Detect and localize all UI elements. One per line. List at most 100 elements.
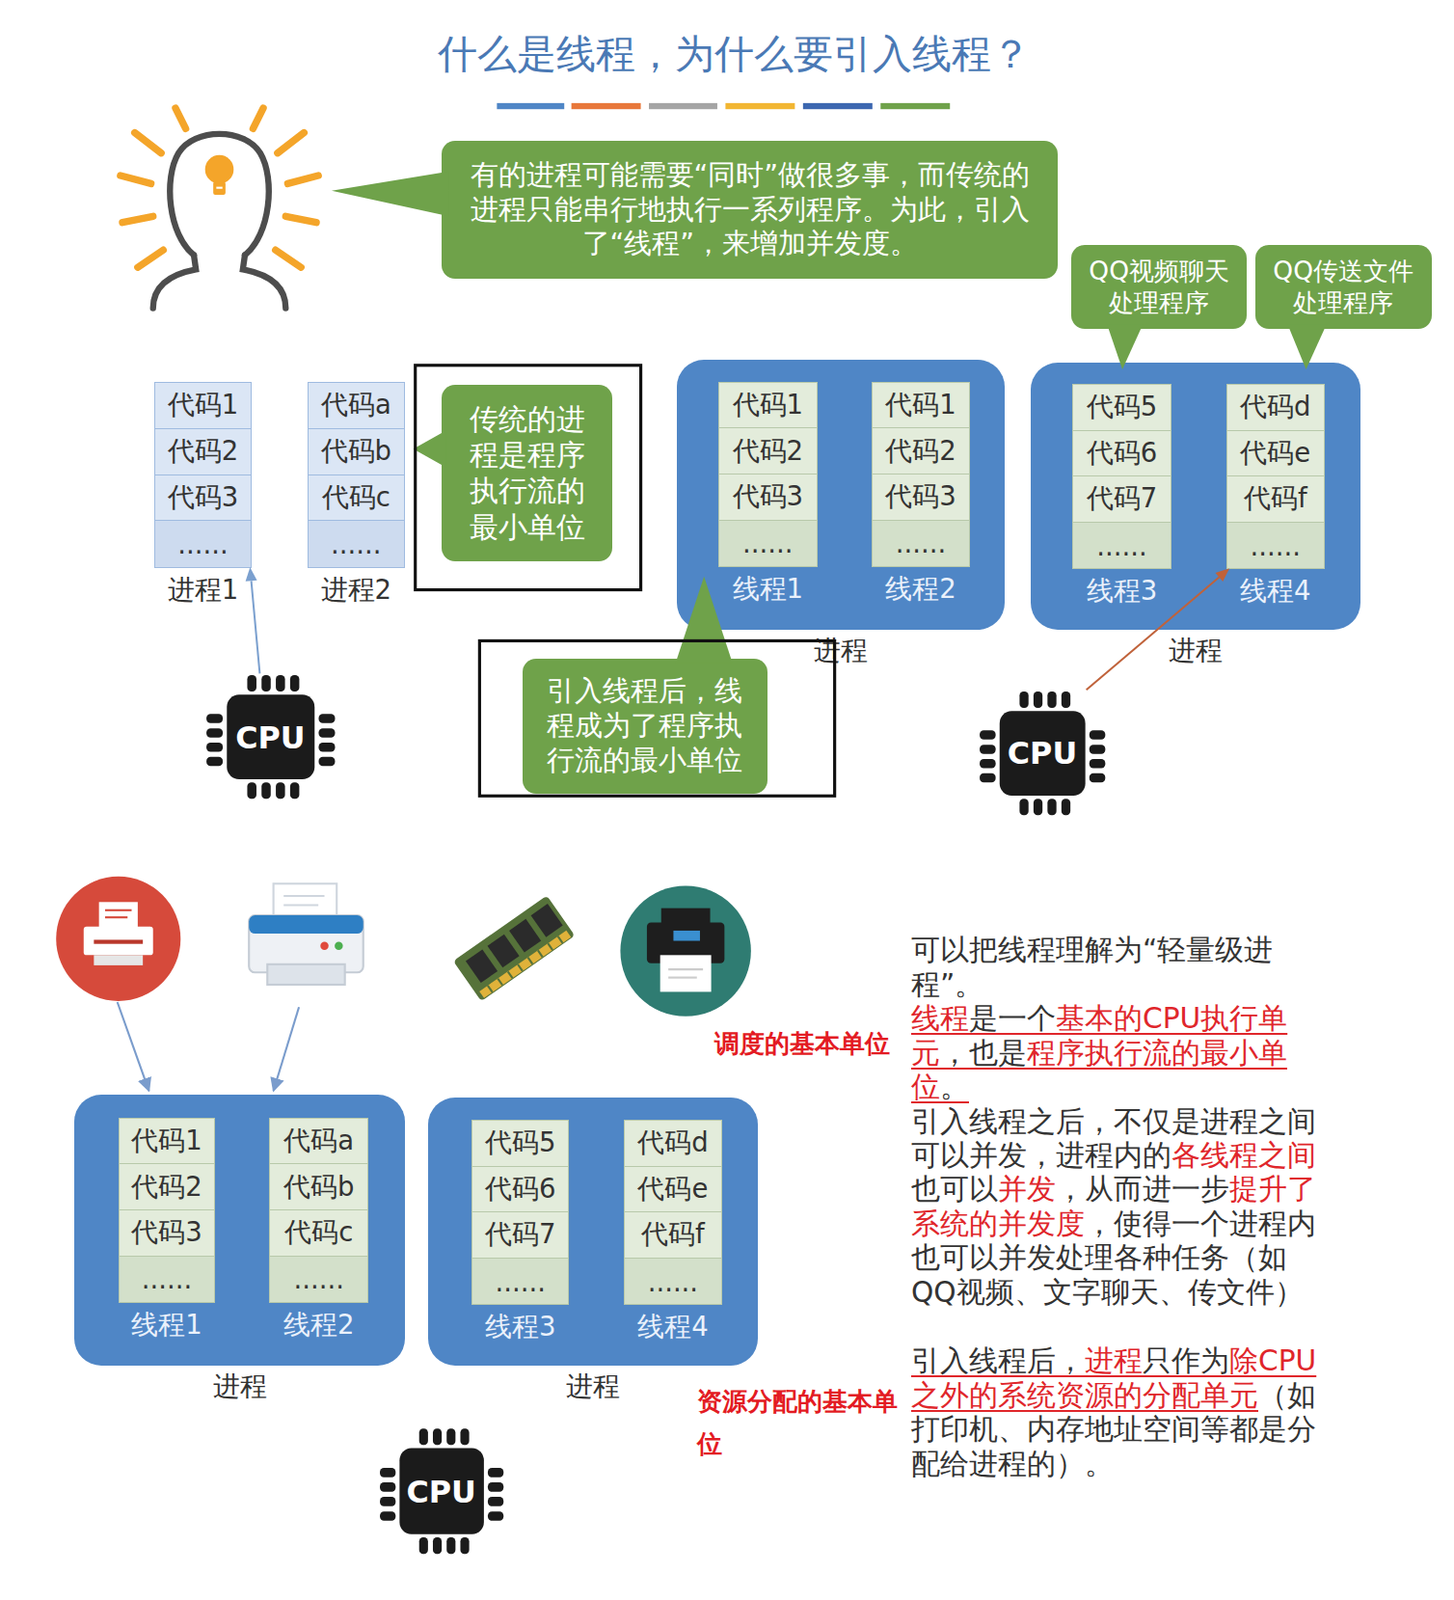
cpu-chip-shape	[246, 675, 257, 693]
code-cell: 代码3	[155, 475, 251, 522]
cpu-chip-shape	[318, 742, 335, 753]
cpu-label: CPU	[204, 673, 338, 801]
code-cell: 代码2	[155, 429, 251, 476]
printer-icon-red	[93, 939, 143, 943]
code-cell: 代码d	[624, 1120, 723, 1167]
code-cell: 代码3	[719, 474, 817, 521]
idea-person-illustration	[169, 134, 270, 256]
cpu-label: CPU	[977, 689, 1107, 817]
annotation-label: 资源分配的基本单位	[697, 1379, 907, 1466]
code-cell: 代码c	[269, 1210, 368, 1257]
cpu-chip-shape	[1089, 744, 1106, 754]
arrow-head	[1214, 567, 1230, 582]
text-run: 线程	[911, 1000, 970, 1035]
code-column: 进程2代码a代码b代码c......	[308, 382, 404, 568]
callout-tail	[331, 171, 450, 217]
printer-icon-teal	[619, 885, 751, 1016]
code-cell: 代码1	[719, 382, 817, 430]
printer-icon-gray	[320, 942, 328, 950]
printer-icon-gray	[283, 903, 319, 906]
annotation-label: 调度的基本单位	[714, 1026, 909, 1061]
printer-icon-teal	[661, 908, 711, 925]
printer-icon-red	[55, 876, 181, 1001]
code-cell: 代码2	[872, 428, 970, 475]
cpu-chip-shape	[290, 782, 300, 800]
cpu-chip-shape	[486, 1497, 503, 1508]
thread-column: 线程3代码5代码6代码7......	[1073, 384, 1171, 568]
code-text: 代码e	[637, 1171, 708, 1207]
printer-icon-gray	[248, 883, 364, 985]
cpu-chip-shape	[418, 1536, 428, 1554]
process-box: 进程线程3代码5代码6代码7......线程4代码d代码e代码f......	[1030, 362, 1361, 630]
text-run: 进程	[1084, 1343, 1143, 1377]
memory-chip-icon	[509, 918, 541, 953]
cpu-chip-shape	[459, 1428, 469, 1446]
process-label: 进程	[1011, 634, 1380, 667]
process-label: 进程	[54, 1370, 425, 1402]
code-text: ......	[494, 1265, 545, 1297]
explanation-text: 线程是一个基本的CPU执行单元，也是程序执行流的最小单位。	[911, 1000, 1332, 1104]
process-box: 进程线程3代码5代码6代码7......线程4代码d代码e代码f......	[428, 1097, 758, 1366]
cpu-chip-shape	[275, 782, 286, 800]
explanation-text: 可以把线程理解为“轻量级进程”。	[911, 932, 1332, 1001]
code-text: 代码d	[637, 1125, 708, 1160]
code-text: 代码7	[484, 1216, 557, 1252]
callout-tail	[1288, 323, 1327, 370]
cpu-chip-shape	[206, 742, 223, 753]
text-run: 提升了系统的并发度	[911, 1171, 1317, 1239]
code-text: ......	[1096, 530, 1147, 562]
memory-chip-icon	[479, 930, 571, 998]
code-text: 代码7	[1086, 481, 1158, 516]
printer-icon-gray	[283, 894, 324, 897]
process-box: 进程线程1代码1代码2代码3......线程2代码1代码2代码3......	[676, 359, 1006, 630]
memory-chip-icon	[487, 934, 520, 969]
title-color-bar	[571, 103, 642, 109]
idea-person-illustration	[277, 133, 305, 154]
cpu-chip: CPU	[377, 1426, 506, 1556]
callout-box: 有的进程可能需要“同时”做很多事，而传统的进程只能串行地执行一系列程序。为此，引…	[441, 140, 1058, 279]
callout-tail	[1106, 323, 1143, 370]
highlight-frame	[479, 640, 835, 796]
code-text: 代码1	[885, 387, 957, 423]
code-cell: 代码2	[719, 428, 817, 475]
cpu-chip-shape	[206, 728, 223, 739]
cpu-chip-shape	[290, 675, 300, 693]
code-cell: 代码3	[872, 474, 970, 521]
code-cell: 代码b	[269, 1163, 368, 1211]
explanation-text: 引入线程之后，不仅是进程之间可以并发，进程内的各线程之间也可以并发，从而进一步提…	[911, 1103, 1332, 1310]
code-cell: ......	[872, 520, 970, 567]
cpu-chip-shape	[979, 730, 997, 741]
cpu-chip-shape	[432, 1536, 442, 1554]
code-text: 代码b	[321, 433, 392, 469]
memory-chip-icon	[527, 957, 533, 965]
code-cell: 代码7	[472, 1211, 568, 1259]
memory-chip-icon	[465, 948, 498, 983]
code-text: 代码1	[131, 1123, 203, 1158]
cpu-chip-shape	[486, 1511, 503, 1522]
memory-chip-icon	[538, 949, 543, 957]
printer-icon-teal	[668, 968, 703, 970]
code-text: 代码e	[1239, 435, 1311, 471]
code-cell: 代码a	[308, 382, 404, 430]
process-box: 进程线程1代码1代码2代码3......线程2代码a代码b代码c......	[74, 1094, 405, 1365]
memory-chip-icon	[531, 903, 564, 938]
cpu-chip-shape	[1019, 799, 1028, 816]
memory-chip-icon	[453, 895, 575, 1002]
title-color-bar	[803, 103, 873, 109]
memory-chip-icon	[497, 978, 503, 986]
code-text: ......	[177, 528, 228, 560]
cpu-chip-shape	[446, 1428, 456, 1446]
code-cell: 代码5	[1073, 384, 1171, 431]
code-cell: ......	[1073, 522, 1171, 569]
printer-icon-red	[105, 915, 128, 918]
arrow-head	[245, 566, 258, 581]
resource-arrow	[117, 1001, 150, 1091]
code-text: 代码1	[167, 387, 240, 423]
callout-box: 引入线程后，线程成为了程序执行流的最小单位	[522, 658, 768, 795]
connector-line	[1086, 576, 1220, 690]
callout-tail	[331, 171, 1327, 664]
cpu-chip-shape	[432, 1428, 442, 1446]
code-cell: 代码6	[1073, 430, 1171, 478]
code-text: 代码c	[322, 480, 391, 515]
printer-icon-teal	[673, 930, 701, 942]
